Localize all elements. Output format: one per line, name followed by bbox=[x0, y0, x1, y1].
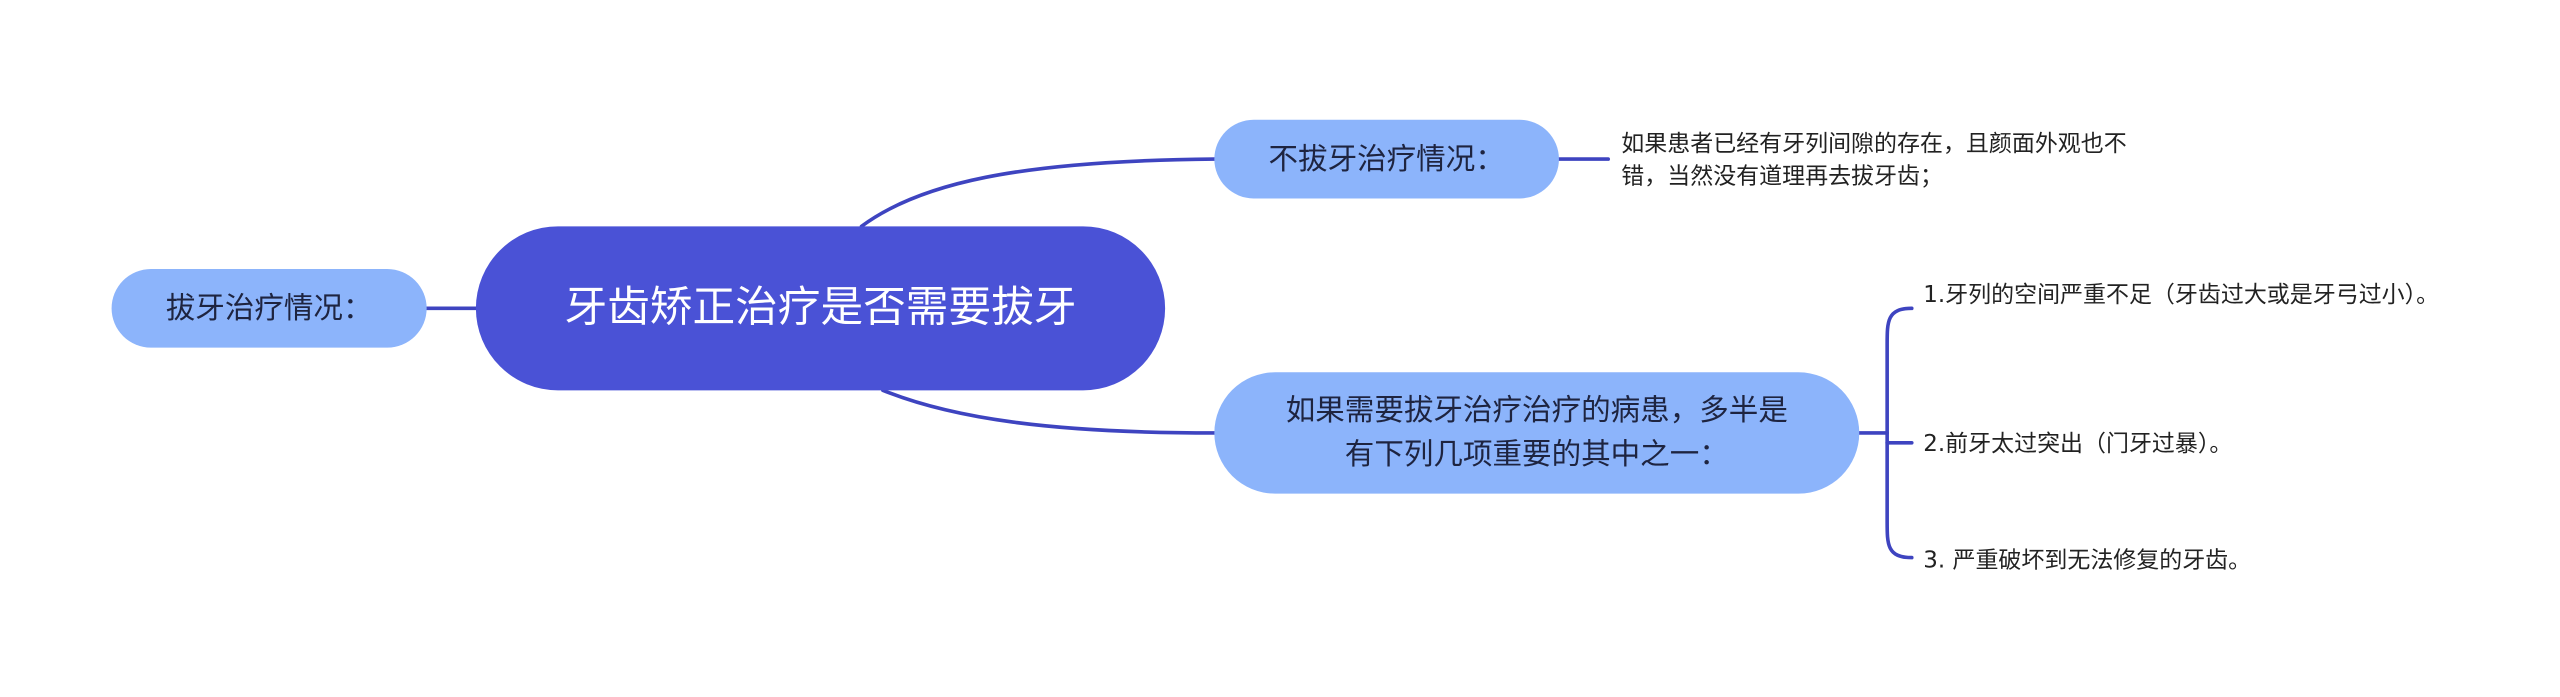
root-label: 牙齿矫正治疗是否需要拔牙 bbox=[564, 283, 1077, 333]
connector-bracket bbox=[1885, 306, 1914, 560]
leaf-no-extraction-note: 如果患者已经有牙列间隙的存在，且颜面外观也不错，当然没有道理再去拔牙齿； bbox=[1621, 131, 2127, 191]
leaf-reason-1: 1.牙列的空间严重不足（牙齿过大或是牙弓过小）。 bbox=[1923, 282, 2440, 309]
leaf-reason-3: 3. 严重破坏到无法修复的牙齿。 bbox=[1923, 547, 2252, 574]
branch-no-extraction[interactable]: 不拔牙治疗情况： bbox=[1214, 119, 1559, 199]
branch-needs-extraction-label: 如果需要拔牙治疗治疗的病患，多半是有下列几项重要的其中之一： bbox=[1285, 393, 1788, 473]
branch-extraction[interactable]: 拔牙治疗情况： bbox=[111, 268, 427, 348]
root-node[interactable]: 牙齿矫正治疗是否需要拔牙 bbox=[475, 226, 1166, 391]
connector-root-bottom bbox=[881, 388, 1217, 435]
branch-no-extraction-label: 不拔牙治疗情况： bbox=[1268, 141, 1505, 177]
branch-extraction-label: 拔牙治疗情况： bbox=[165, 291, 373, 326]
branch-needs-extraction[interactable]: 如果需要拔牙治疗治疗的病患，多半是有下列几项重要的其中之一： bbox=[1214, 372, 1860, 494]
connector-root-top bbox=[859, 157, 1217, 229]
leaf-reason-2: 2.前牙太过突出（门牙过暴）。 bbox=[1923, 431, 2233, 458]
